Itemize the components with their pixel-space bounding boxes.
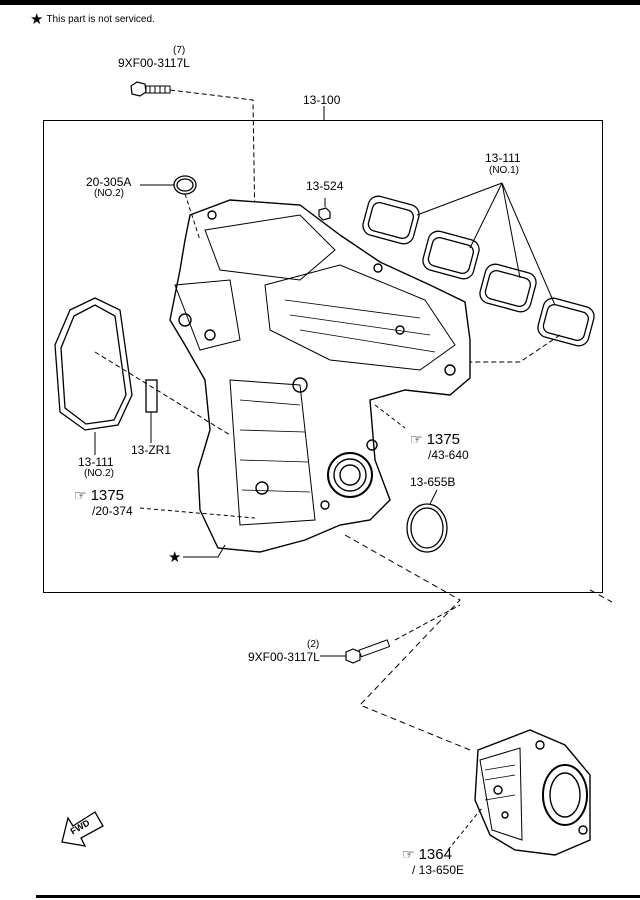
top-bolt-part-number: 9XF00-3117L <box>118 56 190 70</box>
ref-1375-lower-sub: /20-374 <box>92 504 133 518</box>
gasket-13-111-no1-sub: (NO.1) <box>489 165 519 176</box>
gasket-13-111-no2-label: 13-111 <box>78 455 114 469</box>
note-text: This part is not serviced. <box>46 14 155 25</box>
gasket-20-305a-drawing <box>173 175 197 195</box>
manifold-assembly-frame <box>43 120 603 593</box>
throttle-dash <box>344 534 471 751</box>
ref-1375-engine-number: 1375 <box>426 431 460 448</box>
not-serviced-note: ★This part is not serviced. <box>30 10 155 28</box>
frame-dash <box>589 589 613 603</box>
ref-1375-lower: ☞1375 <box>74 488 124 503</box>
fwd-arrow-icon <box>61 811 104 847</box>
intake-manifold-drawing <box>169 199 471 553</box>
ref-1375-lower-number: 1375 <box>90 487 124 504</box>
ref-1364: ☞1364 <box>402 847 452 862</box>
gasket-13-111-no2-sub: (NO.2) <box>84 468 114 479</box>
manifold-part-number: 13-100 <box>303 93 341 107</box>
gasket-20-305a-dash <box>184 193 201 241</box>
part-13-524-label: 13-524 <box>306 179 344 193</box>
ref-1364-number: 1364 <box>418 846 452 863</box>
star-leader <box>183 544 226 558</box>
top-bolt-dash <box>169 89 256 231</box>
top-bolt-drawing <box>130 81 171 97</box>
gasket-13-655b-label: 13-655B <box>410 475 456 489</box>
star-icon: ★ <box>30 11 44 28</box>
bottom-bolt-part-number: 9XF00-3117L <box>248 650 320 664</box>
ref-1364-sub: / 13-650E <box>412 863 465 877</box>
ref-1375-engine-sub: /43-640 <box>428 448 469 462</box>
part-13-zr1 <box>145 379 158 413</box>
pointing-hand-icon: ☞ <box>402 846 415 862</box>
top-bolt-qty: (7) <box>173 45 186 56</box>
bottom-bolt-qty: (2) <box>307 639 320 650</box>
ref-1375-engine: ☞1375 <box>410 432 460 447</box>
pointing-hand-icon: ☞ <box>410 431 423 447</box>
gasket-20-305a-label: 20-305A <box>86 175 132 189</box>
part-13-zr1-label: 13-ZR1 <box>131 443 172 457</box>
top-rule <box>0 0 640 5</box>
bottom-bolt-dash <box>394 604 461 641</box>
throttle-body-drawing <box>474 729 591 856</box>
gaskets-no1-dash <box>470 334 561 363</box>
pointing-hand-icon: ☞ <box>74 487 87 503</box>
gaskets-13-111-no1-drawing <box>362 195 595 347</box>
gasket-20-305a-sub: (NO.2) <box>94 188 124 199</box>
gasket-13-655b-drawing <box>406 503 448 553</box>
bottom-bolt-drawing <box>345 639 391 664</box>
gasket-13-111-no1-label: 13-111 <box>485 151 521 165</box>
gasket-13-111-no2-drawing <box>54 297 133 431</box>
bottom-rule <box>36 895 640 898</box>
part-13-524-nut <box>318 207 331 221</box>
star-icon: ★ <box>168 549 182 566</box>
